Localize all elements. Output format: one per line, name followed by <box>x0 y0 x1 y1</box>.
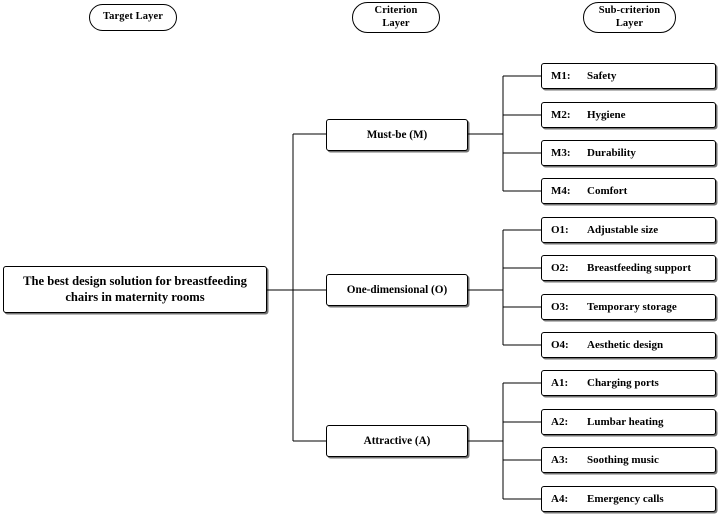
sub-criterion-label: Safety <box>587 70 617 82</box>
sub-criterion-label: Hygiene <box>587 109 626 121</box>
sub-criterion-label: Charging ports <box>587 377 659 389</box>
sub-criterion-label: Aesthetic design <box>587 339 664 351</box>
sub-criterion-node-o1: O1: Adjustable size <box>541 217 716 243</box>
sub-criterion-node-m1: M1: Safety <box>541 63 716 89</box>
sub-criterion-label: Durability <box>587 147 636 159</box>
sub-criterion-code: M4: <box>551 185 571 197</box>
sub-criterion-code: A3: <box>551 454 569 466</box>
sub-criterion-code: O3: <box>551 301 569 313</box>
sub-criterion-label: Breastfeeding support <box>587 262 691 274</box>
sub-criterion-code: A4: <box>551 493 569 505</box>
sub-criterion-label: Comfort <box>587 185 628 197</box>
target-node: The best design solution for breastfeedi… <box>3 266 267 313</box>
layer-title-target: Target Layer <box>89 4 177 31</box>
sub-criterion-code: M2: <box>551 109 571 121</box>
sub-criterion-node-m3: M3: Durability <box>541 140 716 166</box>
sub-criterion-code: O1: <box>551 224 569 236</box>
sub-criterion-code: M1: <box>551 70 571 82</box>
criterion-node-one-dimensional: One-dimensional (O) <box>326 274 468 306</box>
layer-title-sub-criterion: Sub-criterion Layer <box>583 2 676 33</box>
sub-criterion-node-a4: A4: Emergency calls <box>541 486 716 512</box>
sub-criterion-label: Lumbar heating <box>587 416 664 428</box>
sub-criterion-label: Temporary storage <box>587 301 677 313</box>
sub-criterion-label: Adjustable size <box>587 224 659 236</box>
sub-criterion-node-a2: A2: Lumbar heating <box>541 409 716 435</box>
sub-criterion-code: A1: <box>551 377 569 389</box>
sub-criterion-label: Soothing music <box>587 454 659 466</box>
sub-criterion-node-m4: M4: Comfort <box>541 178 716 204</box>
sub-criterion-code: A2: <box>551 416 569 428</box>
sub-criterion-code: O2: <box>551 262 569 274</box>
criterion-node-must-be: Must-be (M) <box>326 119 468 151</box>
sub-criterion-node-m2: M2: Hygiene <box>541 102 716 128</box>
sub-criterion-code: M3: <box>551 147 571 159</box>
sub-criterion-label: Emergency calls <box>587 493 664 505</box>
sub-criterion-node-o3: O3: Temporary storage <box>541 294 716 320</box>
sub-criterion-node-o4: O4: Aesthetic design <box>541 332 716 358</box>
sub-criterion-node-o2: O2: Breastfeeding support <box>541 255 716 281</box>
sub-criterion-node-a1: A1: Charging ports <box>541 370 716 396</box>
sub-criterion-node-a3: A3: Soothing music <box>541 447 716 473</box>
sub-criterion-code: O4: <box>551 339 569 351</box>
layer-title-criterion: Criterion Layer <box>352 2 440 33</box>
criterion-node-attractive: Attractive (A) <box>326 425 468 457</box>
